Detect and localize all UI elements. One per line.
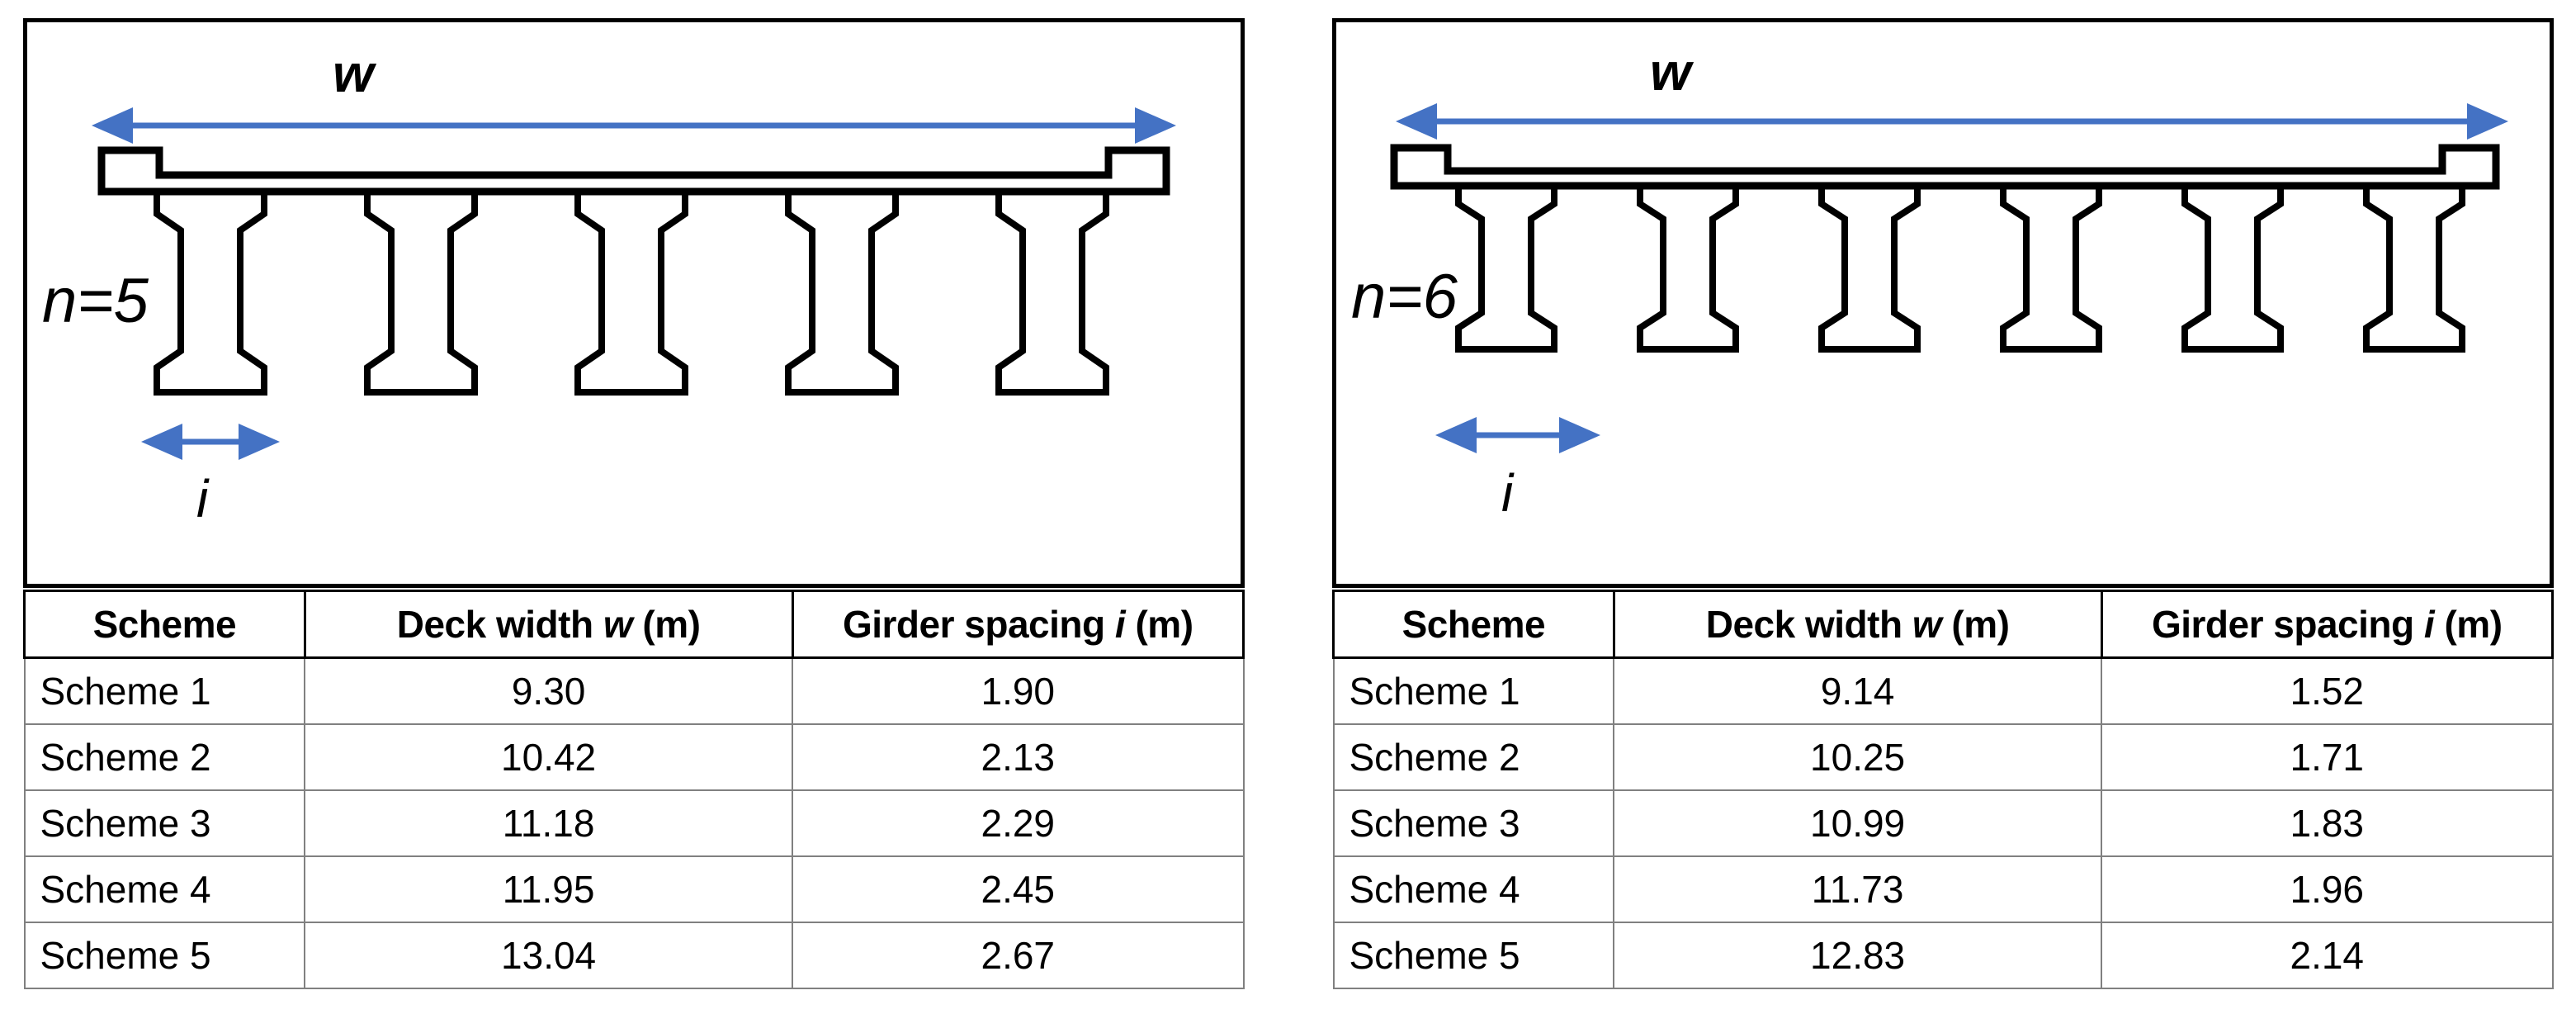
scheme-table-n6: Scheme Deck width w (m) Girder spacing i…: [1332, 590, 2554, 989]
header-deck-width: Deck width w (m): [303, 590, 794, 659]
girder-spacing-symbol-label-n5: i: [196, 469, 209, 528]
cell-scheme: Scheme 5: [1332, 922, 1615, 989]
cell-deck-width: 13.04: [304, 922, 793, 989]
header-scheme: Scheme: [1332, 590, 1615, 659]
cell-girder-spacing: 1.96: [2101, 855, 2554, 923]
table-header-row: Scheme Deck width w (m) Girder spacing i…: [1332, 590, 2554, 659]
table-row: Scheme 2 10.42 2.13: [23, 723, 1245, 791]
cell-deck-width: 9.14: [1613, 656, 2102, 725]
table-header-row: Scheme Deck width w (m) Girder spacing i…: [23, 590, 1245, 659]
cell-deck-width: 10.99: [1613, 789, 2102, 857]
header-girder-spacing-unit: (m): [1135, 603, 1193, 646]
header-girder-spacing: Girder spacing i (m): [2100, 590, 2554, 659]
cell-scheme: Scheme 4: [1332, 855, 1615, 923]
cell-scheme: Scheme 3: [1332, 789, 1615, 857]
bridge-deck-slab: [1390, 144, 2500, 190]
cell-deck-width: 10.42: [304, 723, 793, 791]
table-row: Scheme 5 12.83 2.14: [1332, 922, 2554, 989]
header-scheme: Scheme: [23, 590, 306, 659]
table-row: Scheme 1 9.14 1.52: [1332, 656, 2554, 725]
cell-girder-spacing: 1.90: [792, 656, 1245, 725]
bridge-cross-section-svg-n6: [1390, 103, 2508, 453]
header-deck-width-unit: (m): [1951, 603, 2010, 646]
table-row: Scheme 5 13.04 2.67: [23, 922, 1245, 989]
girder-group: [1455, 186, 2465, 353]
cell-girder-spacing: 2.67: [792, 922, 1245, 989]
girder: [2363, 186, 2465, 353]
table-row: Scheme 2 10.25 1.71: [1332, 723, 2554, 791]
header-scheme-text: Scheme: [92, 603, 237, 646]
cell-scheme: Scheme 1: [1332, 656, 1615, 725]
cell-girder-spacing: 2.45: [792, 855, 1245, 923]
deck-width-dimension-arrow: [1396, 103, 2508, 140]
girder: [2181, 186, 2284, 353]
header-girder-spacing-unit: (m): [2444, 603, 2503, 646]
cell-girder-spacing: 1.52: [2101, 656, 2554, 725]
cross-section-diagram-n5: n=5 w i: [23, 18, 1245, 588]
header-girder-spacing: Girder spacing i (m): [791, 590, 1245, 659]
scheme-table-n5: Scheme Deck width w (m) Girder spacing i…: [23, 590, 1245, 989]
bridge-cross-section-svg-n5: [92, 107, 1176, 460]
header-girder-spacing-prefix: Girder spacing: [2151, 603, 2414, 646]
girder: [785, 192, 899, 396]
cell-deck-width: 12.83: [1613, 922, 2102, 989]
girder: [1637, 186, 1739, 353]
table-row: Scheme 1 9.30 1.90: [23, 656, 1245, 725]
table-row: Scheme 3 11.18 2.29: [23, 789, 1245, 857]
cell-scheme: Scheme 3: [23, 789, 306, 857]
deck-width-symbol-label-n6: w: [1650, 42, 1691, 102]
header-deck-width-symbol: w: [1912, 603, 1942, 646]
girder: [154, 192, 267, 396]
header-deck-width-prefix: Deck width: [1705, 603, 1902, 646]
cross-section-diagram-n6: n=6 w i: [1332, 18, 2554, 588]
cell-scheme: Scheme 1: [23, 656, 306, 725]
header-girder-spacing-prefix: Girder spacing: [842, 603, 1105, 646]
deck-width-symbol-label-n5: w: [333, 44, 374, 103]
header-deck-width-prefix: Deck width: [396, 603, 593, 646]
girder: [364, 192, 478, 396]
cell-girder-spacing: 2.13: [792, 723, 1245, 791]
table-row: Scheme 4 11.95 2.45: [23, 855, 1245, 923]
girder-group: [154, 192, 1109, 396]
cell-deck-width: 11.73: [1613, 855, 2102, 923]
girder-spacing-dimension-arrow: [1435, 417, 1600, 453]
table-row: Scheme 3 10.99 1.83: [1332, 789, 2554, 857]
header-deck-width: Deck width w (m): [1612, 590, 2103, 659]
cell-deck-width: 10.25: [1613, 723, 2102, 791]
header-scheme-text: Scheme: [1401, 603, 1546, 646]
girder: [2000, 186, 2102, 353]
cell-girder-spacing: 2.14: [2101, 922, 2554, 989]
girder-count-label-n5: n=5: [42, 266, 149, 336]
cell-scheme: Scheme 2: [23, 723, 306, 791]
header-girder-spacing-symbol: i: [1114, 603, 1126, 646]
cell-girder-spacing: 1.71: [2101, 723, 2554, 791]
girder: [1455, 186, 1557, 353]
panel-n5: n=5 w i Scheme Deck width w (m) Girder s…: [23, 18, 1245, 1013]
header-deck-width-unit: (m): [642, 603, 701, 646]
panel-n6: n=6 w i Scheme Deck width w (m) Girder s…: [1332, 18, 2554, 1013]
girder-spacing-dimension-arrow: [141, 424, 280, 460]
cell-girder-spacing: 1.83: [2101, 789, 2554, 857]
header-deck-width-symbol: w: [603, 603, 633, 646]
table-row: Scheme 4 11.73 1.96: [1332, 855, 2554, 923]
girder: [574, 192, 688, 396]
bridge-deck-slab: [97, 146, 1170, 196]
cell-scheme: Scheme 2: [1332, 723, 1615, 791]
cell-scheme: Scheme 5: [23, 922, 306, 989]
cell-girder-spacing: 2.29: [792, 789, 1245, 857]
cell-deck-width: 11.95: [304, 855, 793, 923]
girder-spacing-symbol-label-n6: i: [1501, 463, 1514, 523]
girder: [995, 192, 1109, 396]
header-girder-spacing-symbol: i: [2423, 603, 2435, 646]
girder-count-label-n6: n=6: [1351, 262, 1458, 332]
cell-deck-width: 9.30: [304, 656, 793, 725]
cell-deck-width: 11.18: [304, 789, 793, 857]
deck-width-dimension-arrow: [92, 107, 1176, 144]
cell-scheme: Scheme 4: [23, 855, 306, 923]
girder: [1818, 186, 1921, 353]
